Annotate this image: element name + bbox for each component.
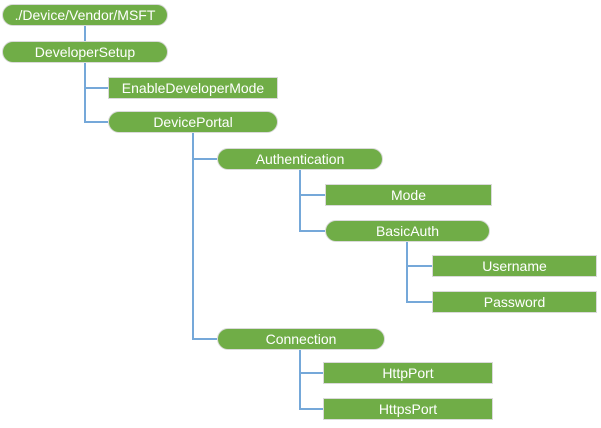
node-basicauth: BasicAuth [325,220,490,242]
connector-stem-root [84,26,86,43]
connector-branch-mode [299,194,325,196]
connector-stem-connection [299,350,301,410]
node-httpport: HttpPort [323,362,493,384]
connector-branch-deviceportal [84,121,108,123]
node-connection: Connection [217,328,385,350]
connector-stem-basicauth [406,242,408,303]
connector-stem-deviceportal [192,133,194,340]
node-developersetup: DeveloperSetup [2,41,168,63]
node-authentication: Authentication [217,148,383,170]
node-httpsport: HttpsPort [323,398,493,420]
connector-branch-httpsport [299,408,323,410]
node-device-vendor-msft: ./Device/Vendor/MSFT [2,4,168,26]
connector-stem-authentication [299,170,301,232]
node-enabledevelopermode: EnableDeveloperMode [108,77,278,99]
node-mode: Mode [325,184,492,206]
connector-branch-username [406,265,432,267]
connector-branch-enabledevelopermode [84,87,108,89]
connector-branch-connection [192,338,217,340]
connector-branch-basicauth [299,230,325,232]
connector-stem-developersetup [84,63,86,123]
connector-branch-httpport [299,372,323,374]
node-password: Password [432,291,597,313]
node-deviceportal: DevicePortal [108,111,278,133]
connector-branch-password [406,301,432,303]
connector-branch-authentication [192,158,217,160]
node-username: Username [432,255,597,277]
